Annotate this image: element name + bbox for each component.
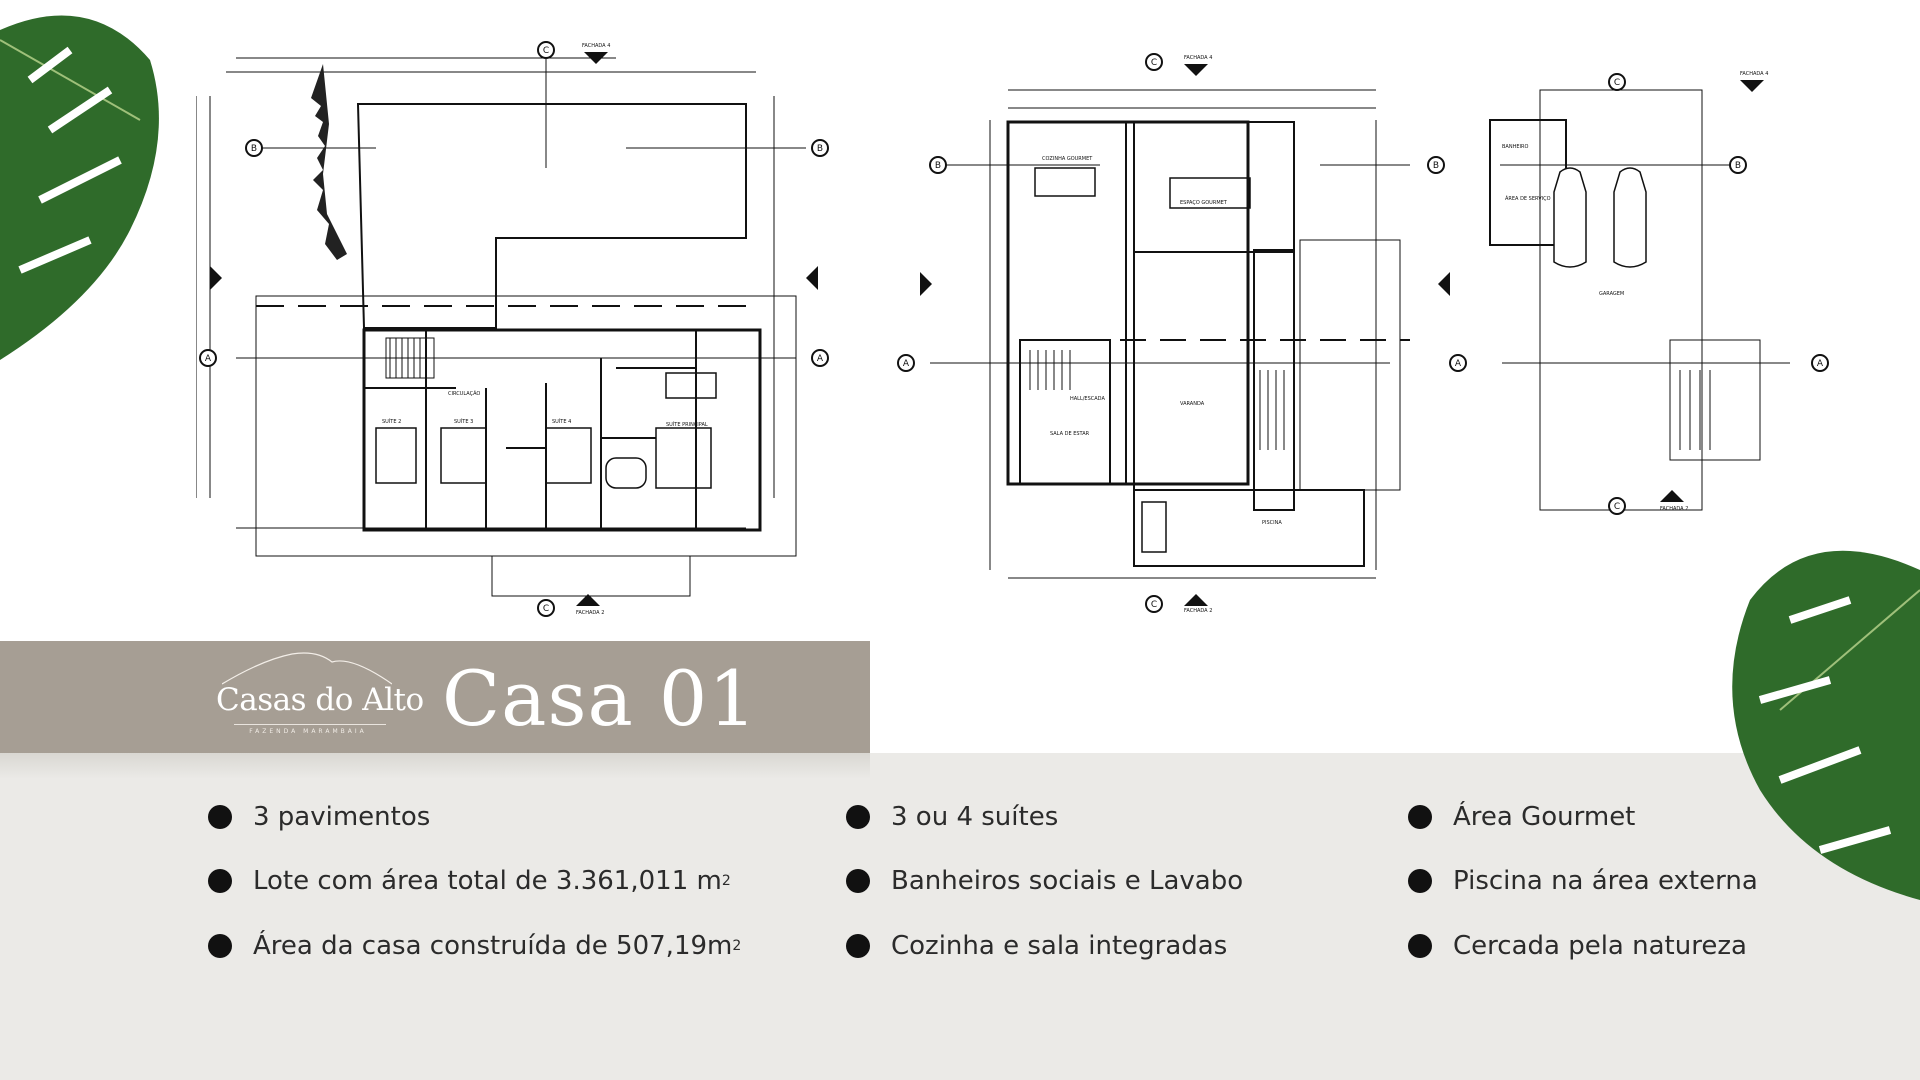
feature-text: Cercada pela natureza	[1453, 931, 1747, 961]
room-hall-escada-label: HALL/ESCADA	[1070, 396, 1105, 402]
garage-marker-c-top: C	[1614, 78, 1620, 88]
ground-marker-c-top: C	[1151, 58, 1157, 68]
ground-marker-c-bottom: C	[1151, 600, 1157, 610]
ground-facade-2-label: FACHADA 2	[1184, 608, 1212, 614]
bullet-dot-icon	[846, 869, 870, 893]
upper-facade-4-label: FACHADA 4	[582, 43, 610, 49]
ground-marker-b-left: B	[935, 161, 941, 171]
upper-facade-2-label: FACHADA 2	[576, 610, 604, 616]
feature-text: 3 pavimentos	[253, 802, 431, 832]
room-suite4-label: SUÍTE 4	[552, 418, 571, 425]
feature-text: Lote com área total de 3.361,011 m	[253, 866, 722, 896]
garage-marker-a: A	[1817, 359, 1824, 369]
features-band	[0, 753, 1920, 1080]
feature-item: Banheiros sociais e Lavabo	[846, 861, 1243, 901]
bullet-dot-icon	[846, 934, 870, 958]
ground-marker-b-mid: B	[1433, 161, 1439, 171]
monstera-leaf-icon	[0, 15, 159, 360]
ground-marker-a-mid: A	[1455, 359, 1462, 369]
feature-text: 3 ou 4 suítes	[891, 802, 1059, 832]
monstera-leaf-icon	[1732, 550, 1920, 900]
feature-superscript: 2	[732, 938, 742, 954]
room-garagem-label: GARAGEM	[1599, 291, 1624, 297]
feature-text: Cozinha e sala integradas	[891, 931, 1228, 961]
logo-subtitle: FAZENDA MARAMBAIA	[249, 728, 367, 735]
banner-shadow	[0, 753, 870, 779]
bullet-dot-icon	[1408, 869, 1432, 893]
garage-facade-4-label: FACHADA 4	[1740, 71, 1768, 77]
feature-superscript: 2	[721, 873, 731, 889]
feature-text: Banheiros sociais e Lavabo	[891, 866, 1244, 896]
feature-text: Piscina na área externa	[1453, 866, 1758, 896]
room-piscina-label: PISCINA	[1262, 520, 1282, 526]
feature-item: Piscina na área externa	[1408, 861, 1758, 901]
bullet-dot-icon	[1408, 934, 1432, 958]
logo-text: Casas do Alto	[216, 682, 424, 718]
feature-item: 3 pavimentos	[208, 797, 430, 837]
bullet-dot-icon	[1408, 805, 1432, 829]
marker-c-bottom: C	[543, 604, 549, 614]
marker-b-left: B	[251, 144, 257, 154]
feature-text: Área da casa construída de 507,19m	[253, 931, 733, 961]
garage-facade-2-label: FACHADA 2	[1660, 506, 1688, 512]
marker-a-right: A	[817, 354, 824, 364]
bullet-dot-icon	[846, 805, 870, 829]
page-title: Casa 01	[442, 654, 758, 743]
logo-divider	[234, 724, 386, 725]
room-espaco-gourmet-label: ESPAÇO GOURMET	[1180, 200, 1228, 206]
garage-marker-c-bottom: C	[1614, 502, 1620, 512]
plans-area	[0, 0, 1920, 753]
room-area-servico-label: ÁREA DE SERVIÇO	[1505, 195, 1551, 202]
room-sala-de-estar-label: SALA DE ESTAR	[1050, 431, 1090, 437]
ground-floor-plan: C C B B A A C C B A FACHADA 4 FACHADA 2 …	[897, 53, 1829, 614]
room-suite-principal-label: SUÍTE PRINCIPAL	[666, 421, 708, 428]
marker-b-right: B	[817, 144, 823, 154]
marker-a-left: A	[205, 354, 212, 364]
title-banner	[0, 641, 870, 753]
room-suite2-label: SUÍTE 2	[382, 418, 401, 425]
feature-item: 3 ou 4 suítes	[846, 797, 1058, 837]
ground-marker-a-left: A	[903, 359, 910, 369]
feature-text: Área Gourmet	[1453, 802, 1636, 832]
ground-facade-4-label: FACHADA 4	[1184, 55, 1212, 61]
feature-item: Cercada pela natureza	[1408, 926, 1747, 966]
room-cozinha-gourmet-label: COZINHA GOURMET	[1042, 156, 1093, 162]
room-circulacao-label: CIRCULAÇÃO	[448, 390, 480, 397]
mountain-logo-icon	[222, 652, 392, 685]
bullet-dot-icon	[208, 805, 232, 829]
garage-marker-b: B	[1735, 161, 1741, 171]
feature-item: Cozinha e sala integradas	[846, 926, 1227, 966]
casas-do-alto-logo: Casas do Alto FAZENDA MARAMBAIA	[208, 650, 424, 742]
feature-item: Área Gourmet	[1408, 797, 1635, 837]
room-suite3-label: SUÍTE 3	[454, 418, 473, 425]
room-banheiro-label: BANHEIRO	[1502, 144, 1528, 150]
bullet-dot-icon	[208, 869, 232, 893]
marker-c-top: C	[543, 46, 549, 56]
upper-floor-plan: C C B B A A FACHADA 4 FACHADA 2 CIRCULAÇ…	[196, 41, 829, 617]
room-varanda-label: VARANDA	[1180, 401, 1205, 407]
bullet-dot-icon	[208, 934, 232, 958]
